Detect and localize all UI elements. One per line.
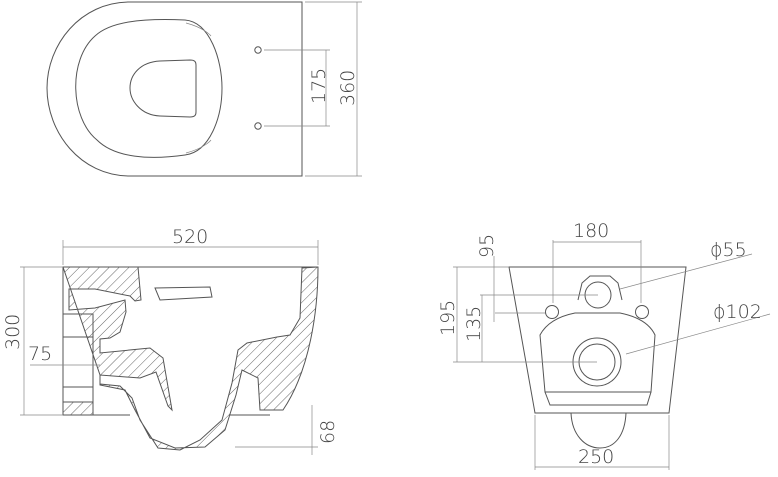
dim-side-height: 300 [2, 314, 24, 350]
rear-view: 180 ϕ55 ϕ102 95 195 135 250 [437, 220, 771, 470]
dim-top-bolt-spacing: 175 [308, 68, 330, 104]
dim-rear-bolt-spacing: 180 [573, 220, 609, 242]
side-section-view: 520 300 75 68 [2, 226, 339, 455]
dim-rear-inlet-height: 135 [463, 306, 485, 342]
dim-rear-inlet-diameter: ϕ55 [710, 239, 747, 261]
top-view: 175 360 [46, 1, 362, 177]
dim-rear-outlet-height: 195 [437, 300, 459, 336]
dim-side-outlet-offset: 75 [28, 343, 52, 365]
dim-side-bottom-drop: 68 [317, 420, 339, 444]
dim-rear-bolt-height: 95 [476, 234, 498, 258]
dim-rear-outlet-diameter: ϕ102 [713, 301, 762, 323]
dim-top-depth: 360 [337, 70, 359, 106]
dim-side-length: 520 [172, 226, 208, 248]
dim-rear-width: 250 [578, 446, 614, 468]
